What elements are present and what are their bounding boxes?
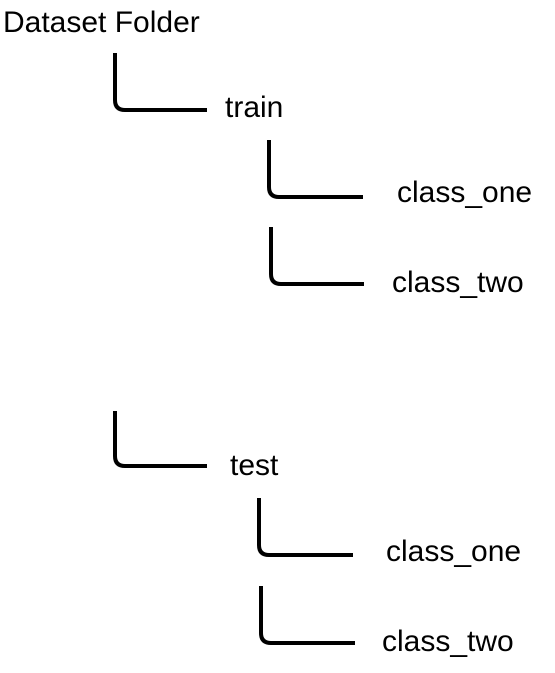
connector-root-test <box>113 411 207 468</box>
test-class-two-label: class_two <box>382 625 514 658</box>
root-folder-label: Dataset Folder <box>3 6 200 39</box>
train-class-two-label: class_two <box>392 266 524 299</box>
connector-test-class-two <box>259 586 355 645</box>
connector-train-class-one <box>267 140 363 199</box>
connector-test-class-one <box>257 498 353 557</box>
train-class-one-label: class_one <box>397 176 533 209</box>
train-folder-label: train <box>225 91 284 124</box>
test-folder-label: test <box>230 449 279 482</box>
test-class-one-label: class_one <box>386 535 522 568</box>
connector-train-class-two <box>269 227 364 286</box>
connector-root-train <box>113 53 207 112</box>
